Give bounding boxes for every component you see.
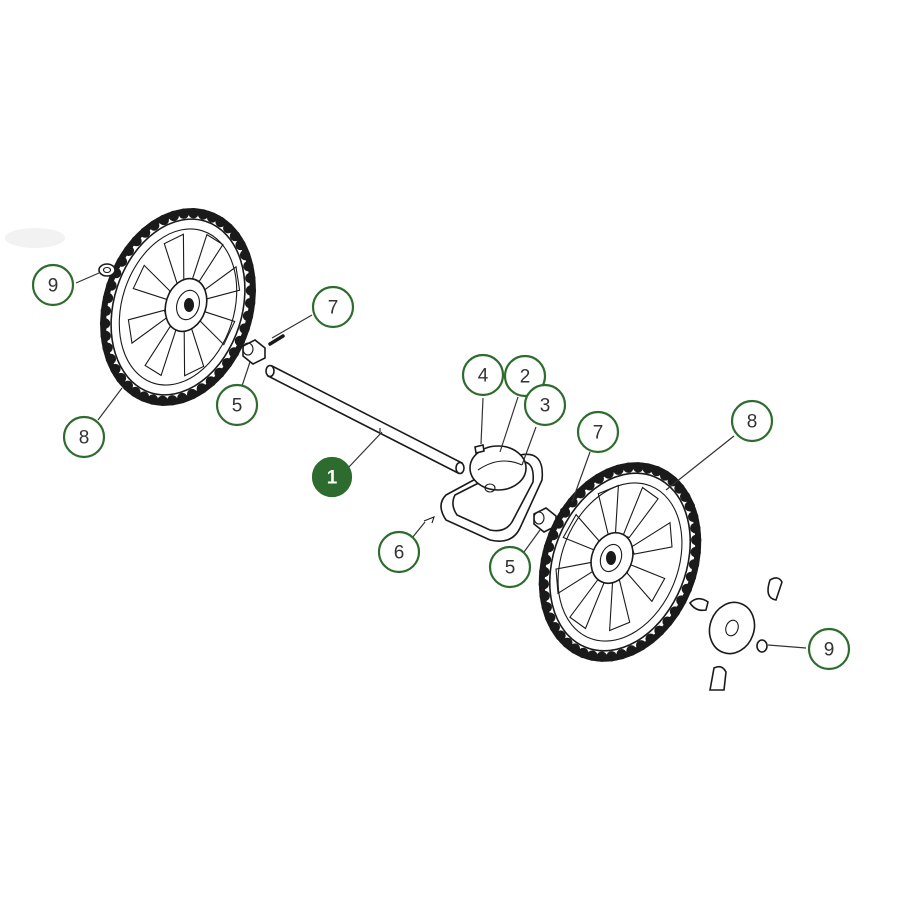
callout-label: 9: [48, 276, 59, 297]
callout-9-right[interactable]: 9: [807, 627, 851, 671]
callout-label: 9: [824, 640, 835, 661]
callout-2[interactable]: 2: [503, 354, 547, 398]
callout-label: 4: [478, 366, 489, 387]
callout-7-right[interactable]: 7: [576, 410, 620, 454]
callout-6[interactable]: 6: [377, 530, 421, 574]
leader-lines: [75, 272, 807, 649]
callout-label: 8: [79, 428, 90, 449]
right-washer: [756, 639, 768, 653]
left-wheel: [99, 208, 257, 406]
left-washer: [98, 263, 116, 277]
callout-5-right[interactable]: 5: [488, 545, 532, 589]
callout-label: 5: [232, 396, 243, 417]
callout-label: 6: [394, 543, 405, 564]
left-bushing: [242, 339, 266, 365]
callouts: 9 8 7 5 1 4 2 3: [31, 263, 851, 671]
callout-label: 5: [505, 558, 516, 579]
callout-label: 1: [327, 468, 338, 489]
key-part: [474, 444, 485, 454]
callout-8-right[interactable]: 8: [730, 399, 774, 443]
tire-outer: [100, 208, 256, 406]
callout-3[interactable]: 3: [523, 383, 567, 427]
callout-label: 2: [520, 367, 531, 388]
right-wheel-tread: [538, 462, 702, 662]
callout-9-left[interactable]: 9: [31, 263, 75, 307]
left-pin: [268, 334, 285, 346]
callout-label: 7: [328, 298, 339, 319]
callout-label: 7: [593, 423, 604, 444]
clip-part: [423, 516, 435, 524]
background-smudge: [5, 228, 65, 248]
tire-outer: [538, 462, 702, 662]
callout-5-left[interactable]: 5: [215, 383, 259, 427]
callout-1[interactable]: 1: [311, 456, 353, 498]
axle: [265, 364, 465, 475]
callout-8-left[interactable]: 8: [62, 415, 106, 459]
callout-7-left[interactable]: 7: [311, 285, 355, 329]
callout-label: 8: [747, 412, 758, 433]
gear-pulley: [440, 445, 544, 542]
right-wheel: [538, 462, 702, 662]
left-wheel-tread: [99, 208, 257, 406]
callout-4[interactable]: 4: [461, 353, 505, 397]
callout-label: 3: [540, 396, 551, 417]
right-hubcap: [688, 577, 783, 691]
